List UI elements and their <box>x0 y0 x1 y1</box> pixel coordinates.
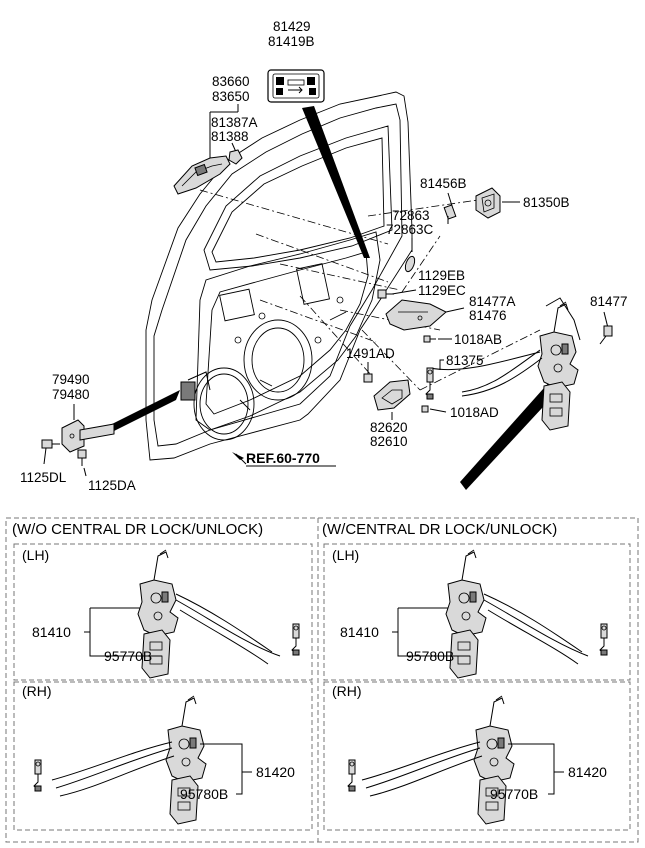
right-lh-latch-assembly <box>445 549 608 679</box>
pointer-wedge-top <box>302 106 370 258</box>
pointer-wedge-left <box>108 390 180 434</box>
left-lh-label: (LH) <box>22 547 49 563</box>
hex-bolt <box>377 289 394 299</box>
left-lh-actuator-label: 95770B <box>104 648 152 664</box>
label-79480: 79480 <box>52 387 90 402</box>
left-rh-label: (RH) <box>22 683 52 699</box>
striker-bolt <box>443 204 457 224</box>
right-lh-latch-label: 81410 <box>340 624 379 640</box>
clip-1491AD <box>363 373 373 383</box>
label-83650: 83650 <box>212 89 250 104</box>
label-1129EC: 1129EC <box>418 283 466 298</box>
label-81477: 81477 <box>590 294 628 309</box>
bolt-1125DL <box>41 439 60 449</box>
rod-clip-81375 <box>425 367 434 400</box>
label-82620: 82620 <box>370 420 408 435</box>
label-1491AD: 1491AD <box>346 346 395 361</box>
ref-arrow <box>232 452 336 467</box>
outside-door-handle <box>173 149 243 195</box>
bolt-81477 <box>599 325 613 345</box>
label-1018AD: 1018AD <box>450 405 499 420</box>
section-title-wo-central: (W/O CENTRAL DR LOCK/UNLOCK) <box>12 521 263 538</box>
left-rh-latch-assembly <box>33 695 207 825</box>
label-79490: 79490 <box>52 372 90 387</box>
door-checker <box>61 419 115 453</box>
inside-door-handle <box>373 379 411 411</box>
pointer-wedge-right <box>460 370 568 490</box>
screw-1018AB <box>423 335 436 343</box>
label-1125DL: 1125DL <box>20 470 67 485</box>
screw-1018AD <box>421 405 429 413</box>
right-rh-latch-assembly <box>347 695 515 825</box>
label-81476: 81476 <box>469 308 507 323</box>
right-rh-actuator-label: 95770B <box>490 786 538 802</box>
rear-door-panel <box>145 91 413 461</box>
label-1018AB: 1018AB <box>454 332 502 347</box>
label-72863C: 72863C <box>386 222 434 237</box>
right-lh-label: (LH) <box>332 547 359 563</box>
label-82610: 82610 <box>370 434 408 449</box>
label-72863: 72863 <box>392 208 430 223</box>
hole-plug <box>404 255 416 273</box>
leader-lines <box>199 189 541 391</box>
left-lh-latch-label: 81410 <box>32 624 71 640</box>
label-81388: 81388 <box>211 129 249 144</box>
label-81456B: 81456B <box>420 176 467 191</box>
bolt-1125DA <box>77 449 87 466</box>
left-lh-latch-assembly <box>137 549 300 679</box>
door-striker <box>475 187 501 219</box>
label-81477A: 81477A <box>469 294 516 309</box>
right-rh-label: (RH) <box>332 683 362 699</box>
label-81375: 81375 <box>446 353 484 368</box>
left-rh-latch-label: 81420 <box>256 764 295 780</box>
label-81419B: 81419B <box>268 34 315 49</box>
right-rh-latch-label: 81420 <box>568 764 607 780</box>
label-81429: 81429 <box>273 19 311 34</box>
label-1125DA: 1125DA <box>88 478 136 493</box>
label-1129EB: 1129EB <box>418 268 465 283</box>
left-rh-actuator-label: 95780B <box>180 786 228 802</box>
label-81350B: 81350B <box>523 195 570 210</box>
label-83660: 83660 <box>212 74 250 89</box>
lock-rod-bracket <box>385 299 447 331</box>
section-title-w-central: (W/CENTRAL DR LOCK/UNLOCK) <box>322 521 557 538</box>
label-81387A: 81387A <box>211 115 258 130</box>
lock-label-sticker <box>267 69 325 103</box>
ref-label: REF.60-770 <box>246 450 320 466</box>
right-lh-actuator-label: 95780B <box>406 648 454 664</box>
